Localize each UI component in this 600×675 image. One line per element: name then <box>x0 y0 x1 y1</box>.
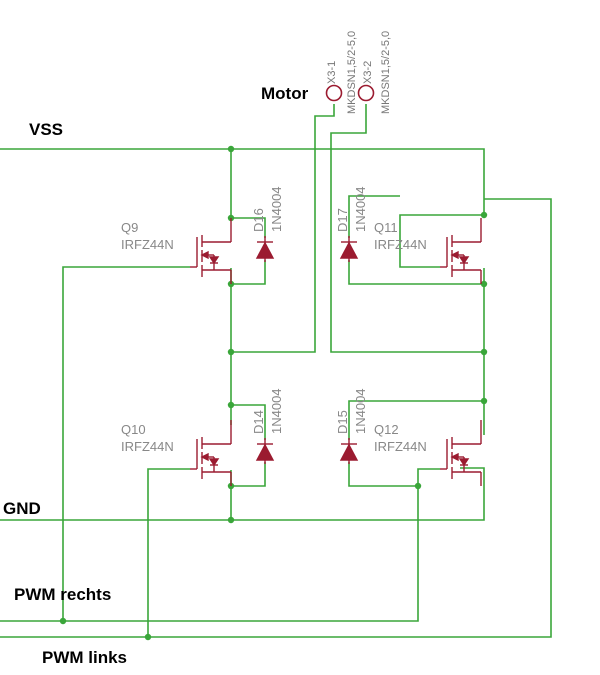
q12-value: IRFZ44N <box>374 439 427 454</box>
motor-left-wire <box>231 104 335 353</box>
junction-dot <box>227 401 235 409</box>
q11-drain-link-wire <box>399 214 484 268</box>
q9-gate-wire <box>62 266 190 621</box>
q12-gate-wire <box>417 468 440 486</box>
junction-dot <box>414 482 422 490</box>
pwm-links-label: PWM links <box>42 648 127 667</box>
x3-2-name: X3-2 <box>362 61 374 84</box>
mosfet-q11 <box>440 218 482 284</box>
d16-value: 1N4004 <box>269 186 284 232</box>
q11-value: IRFZ44N <box>374 237 427 252</box>
junction-dot <box>480 280 488 288</box>
diode-d15 <box>339 438 359 464</box>
junction-dot <box>480 211 488 219</box>
vss-rail-wire <box>0 148 485 215</box>
junction-dot <box>480 397 488 405</box>
motor-label: Motor <box>261 84 309 103</box>
pwm-links-wire <box>0 198 552 638</box>
q12-drain-wire <box>348 400 484 440</box>
x3-1-name: X3-1 <box>326 61 338 84</box>
junction-dot <box>59 617 67 625</box>
junction-dot <box>227 516 235 524</box>
junction-dot <box>480 348 488 356</box>
junction-dot <box>227 348 235 356</box>
mosfet-q10 <box>190 420 232 486</box>
diode-d17 <box>339 236 359 262</box>
junction-dot <box>227 145 235 153</box>
pwm-rechts-label: PWM rechts <box>14 585 111 604</box>
d15-name: D15 <box>335 410 350 434</box>
junction-dot <box>144 633 152 641</box>
diode-d16 <box>255 236 275 262</box>
q12-name: Q12 <box>374 422 399 437</box>
wires <box>0 104 552 638</box>
gnd-label: GND <box>3 499 41 518</box>
d16-name: D16 <box>251 208 266 232</box>
q11-name: Q11 <box>374 220 398 235</box>
d17-cathode-wire <box>348 195 400 238</box>
d15-value: 1N4004 <box>353 388 368 434</box>
q10-name: Q10 <box>121 422 146 437</box>
mosfet-q12 <box>440 420 482 486</box>
x3-2-value: MKDSN1,5/2-5,0 <box>380 31 392 114</box>
x3-1-value: MKDSN1,5/2-5,0 <box>346 31 358 114</box>
connector-pin-x3-1 <box>325 84 343 102</box>
d17-anode-wire <box>348 260 484 285</box>
d17-name: D17 <box>335 208 350 232</box>
motor-right-wire <box>330 104 484 353</box>
vss-label: VSS <box>29 120 63 139</box>
d15-anode-wire <box>348 462 418 487</box>
pwm-rechts-wire <box>0 486 419 622</box>
connector-pin-x3-2 <box>357 84 375 102</box>
diode-d14 <box>255 438 275 464</box>
d16-to-vss-wire <box>231 217 266 238</box>
d17-value: 1N4004 <box>353 186 368 232</box>
d14-value: 1N4004 <box>269 388 284 434</box>
mosfet-q9 <box>190 218 232 284</box>
q10-drain-wire <box>231 404 266 440</box>
q9-name: Q9 <box>121 220 138 235</box>
d14-anode-wire <box>231 462 266 487</box>
d16-anode-wire <box>231 260 266 285</box>
gnd-rail-wire <box>0 467 485 521</box>
d14-name: D14 <box>251 410 266 434</box>
q9-value: IRFZ44N <box>121 237 174 252</box>
connector-x3: X3-1 MKDSN1,5/2-5,0 X3-2 MKDSN1,5/2-5,0 <box>325 31 392 114</box>
q10-value: IRFZ44N <box>121 439 174 454</box>
q10-gate-wire <box>147 468 190 637</box>
